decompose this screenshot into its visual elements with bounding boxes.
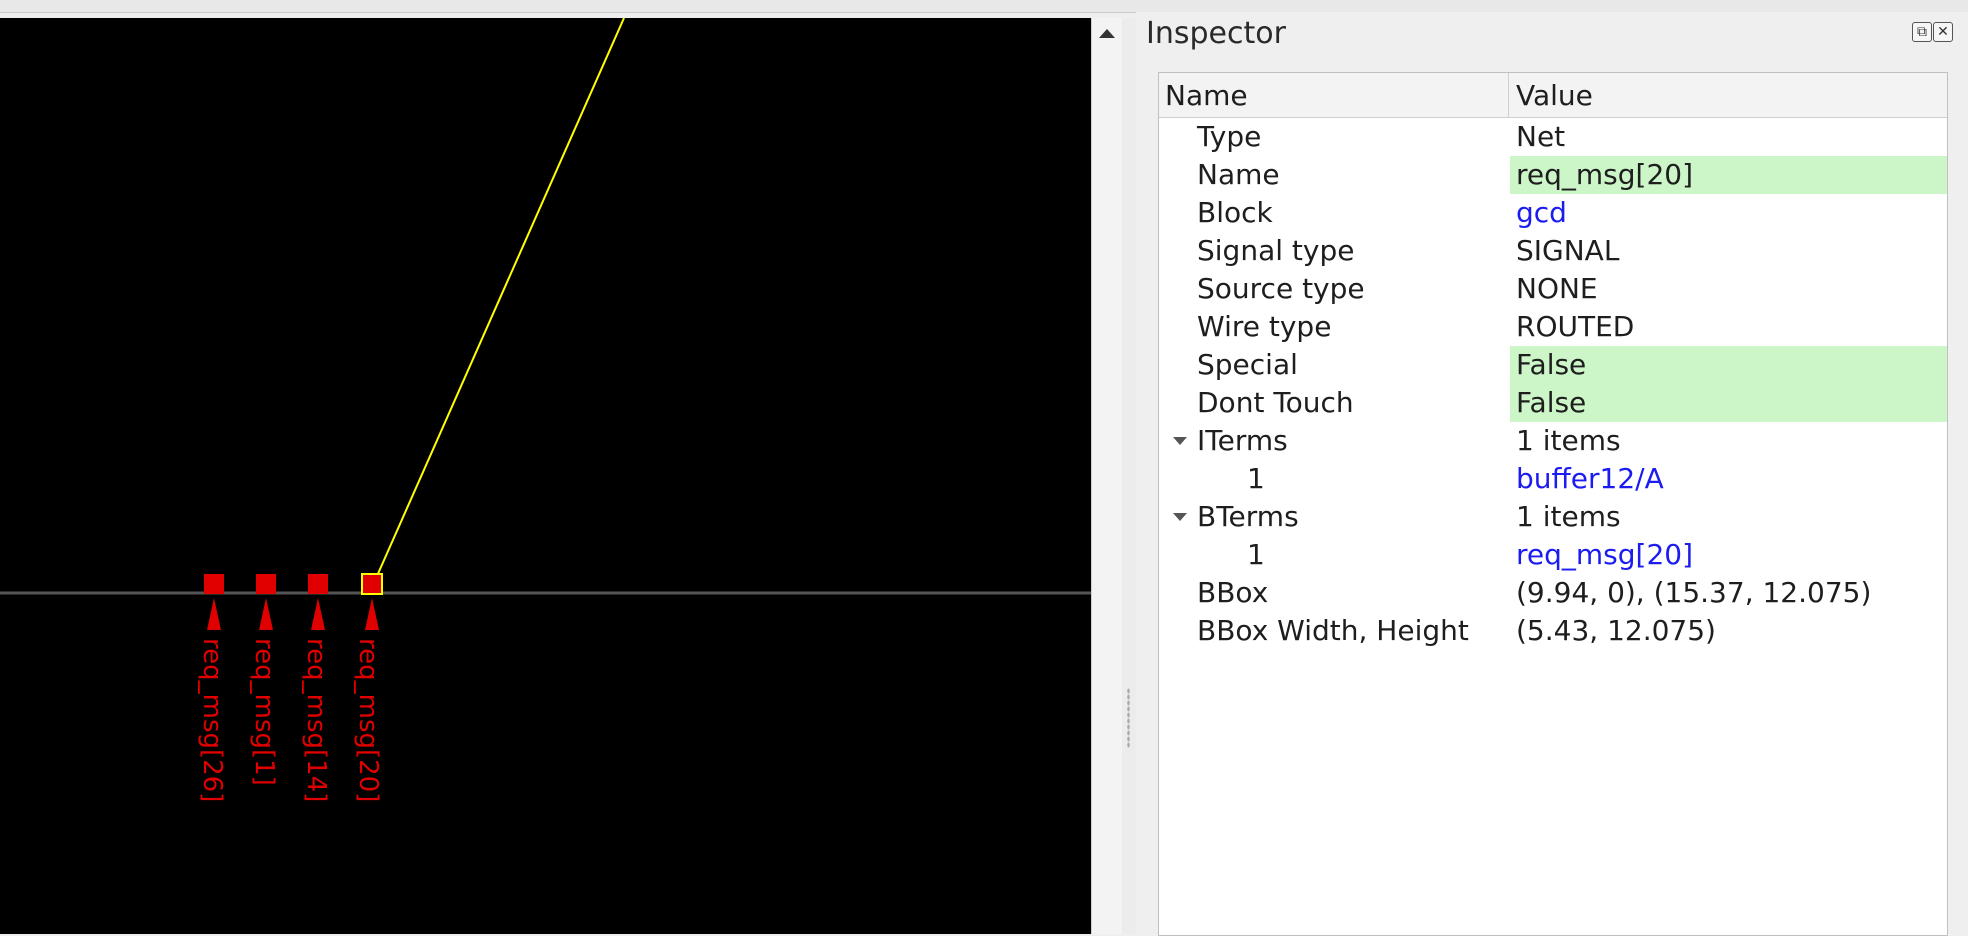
arrow-up-icon: [1099, 28, 1115, 38]
table-row[interactable]: 1 buffer12/A: [1159, 460, 1947, 498]
property-value: 1 items: [1516, 424, 1621, 457]
table-row[interactable]: Name req_msg[20]: [1159, 156, 1947, 194]
property-value: (5.43, 12.075): [1516, 614, 1716, 647]
property-value: (9.94, 0), (15.37, 12.075): [1516, 576, 1872, 609]
close-icon[interactable]: ✕: [1933, 22, 1953, 42]
property-name: Wire type: [1197, 310, 1332, 343]
net-wire[interactable]: [372, 18, 625, 586]
pin-label: req_msg[1]: [249, 638, 279, 786]
expand-arrow-icon[interactable]: [1173, 513, 1187, 521]
table-row[interactable]: Source type NONE: [1159, 270, 1947, 308]
dock-splitter[interactable]: [1122, 18, 1136, 934]
table-row[interactable]: Wire type ROUTED: [1159, 308, 1947, 346]
table-row[interactable]: 1 req_msg[20]: [1159, 536, 1947, 574]
property-name: Special: [1197, 348, 1298, 381]
pin-arrow-icon: [259, 598, 273, 630]
property-name: Dont Touch: [1197, 386, 1354, 419]
pin-square[interactable]: [204, 574, 224, 594]
property-name: ITerms: [1197, 424, 1288, 457]
io-pin-selected[interactable]: req_msg[20]: [353, 573, 383, 802]
splitter-grip-icon[interactable]: [1127, 688, 1130, 748]
column-header-value[interactable]: Value: [1516, 79, 1593, 112]
bterm-link[interactable]: req_msg[20]: [1516, 538, 1694, 571]
property-name: Source type: [1197, 272, 1365, 305]
property-name: 1: [1247, 538, 1265, 571]
property-value[interactable]: req_msg[20]: [1510, 156, 1947, 194]
column-header-name[interactable]: Name: [1159, 73, 1509, 117]
table-row[interactable]: Dont Touch False: [1159, 384, 1947, 422]
property-value: Net: [1516, 120, 1566, 153]
property-name: Type: [1197, 120, 1262, 153]
table-row[interactable]: BBox (9.94, 0), (15.37, 12.075): [1159, 574, 1947, 612]
property-table[interactable]: Name Value Type Net Name req_msg[20] Blo…: [1158, 72, 1948, 936]
property-name: BBox Width, Height: [1197, 614, 1469, 647]
property-name: 1: [1247, 462, 1265, 495]
iterm-link[interactable]: buffer12/A: [1516, 462, 1664, 495]
vertical-scrollbar[interactable]: [1091, 18, 1122, 934]
io-pin[interactable]: req_msg[14]: [301, 574, 331, 802]
property-value: 1 items: [1516, 500, 1621, 533]
table-row[interactable]: Block gcd: [1159, 194, 1947, 232]
property-name: Signal type: [1197, 234, 1355, 267]
property-name: BBox: [1197, 576, 1269, 609]
pin-arrow-icon: [365, 598, 379, 630]
top-toolbar-strip: [0, 0, 1968, 13]
property-name: Block: [1197, 196, 1273, 229]
property-name: Name: [1197, 158, 1280, 191]
inspector-title: Inspector: [1146, 16, 1286, 51]
table-row[interactable]: Signal type SIGNAL: [1159, 232, 1947, 270]
block-link[interactable]: gcd: [1516, 196, 1567, 229]
layout-view[interactable]: req_msg[26] req_msg[1] req_msg[14] req_m…: [0, 18, 1091, 934]
pin-square[interactable]: [256, 574, 276, 594]
pin-label: req_msg[26]: [197, 638, 227, 802]
table-row[interactable]: Special False: [1159, 346, 1947, 384]
pin-arrow-icon: [207, 598, 221, 630]
pin-square[interactable]: [308, 574, 328, 594]
table-row[interactable]: BTerms 1 items: [1159, 498, 1947, 536]
table-row[interactable]: BBox Width, Height (5.43, 12.075): [1159, 612, 1947, 650]
pin-label: req_msg[20]: [353, 638, 383, 802]
property-name: BTerms: [1197, 500, 1299, 533]
expand-arrow-icon[interactable]: [1173, 437, 1187, 445]
io-pin[interactable]: req_msg[1]: [249, 574, 279, 786]
layout-canvas[interactable]: req_msg[26] req_msg[1] req_msg[14] req_m…: [0, 18, 1091, 934]
pin-label: req_msg[14]: [301, 638, 331, 802]
property-value: ROUTED: [1516, 310, 1635, 343]
table-row[interactable]: Type Net: [1159, 118, 1947, 156]
property-value: SIGNAL: [1516, 234, 1620, 267]
table-row[interactable]: ITerms 1 items: [1159, 422, 1947, 460]
scroll-up-button[interactable]: [1092, 18, 1122, 48]
io-pin[interactable]: req_msg[26]: [197, 574, 227, 802]
table-header: Name Value: [1159, 73, 1947, 118]
property-value[interactable]: False: [1510, 346, 1947, 384]
property-value: NONE: [1516, 272, 1598, 305]
float-panel-icon[interactable]: ⧉: [1912, 22, 1932, 42]
inspector-panel: Inspector ⧉ ✕ Name Value Type Net Name r…: [1136, 12, 1968, 936]
property-value[interactable]: False: [1510, 384, 1947, 422]
pin-arrow-icon: [311, 598, 325, 630]
pin-square[interactable]: [361, 573, 383, 595]
